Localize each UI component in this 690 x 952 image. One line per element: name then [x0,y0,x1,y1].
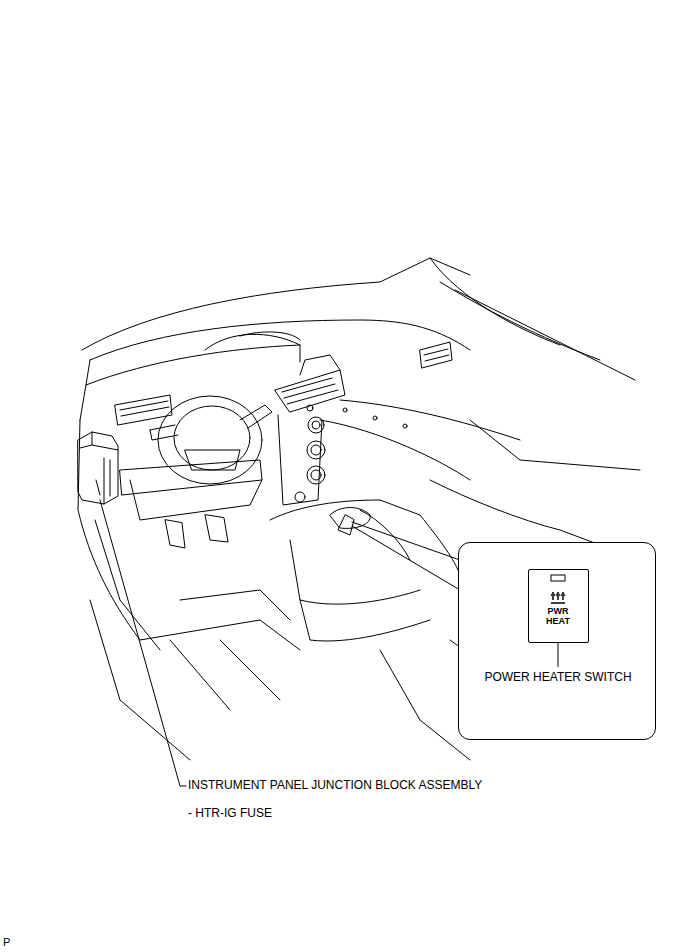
part-name: POWER HEATER SWITCH [484,670,631,684]
switch-legend: PWR HEAT [538,606,578,626]
switch-icon: PWR HEAT [528,569,589,643]
callout-box: POWER HEATER SWITCH PWR HEAT [458,542,656,740]
part-label: INSTRUMENT PANEL JUNCTION BLOCK ASSEMBLY [188,778,482,792]
page-mark: P [3,936,10,948]
part-label: - HTR-IG FUSE [188,806,272,820]
heater-icon [529,570,588,610]
